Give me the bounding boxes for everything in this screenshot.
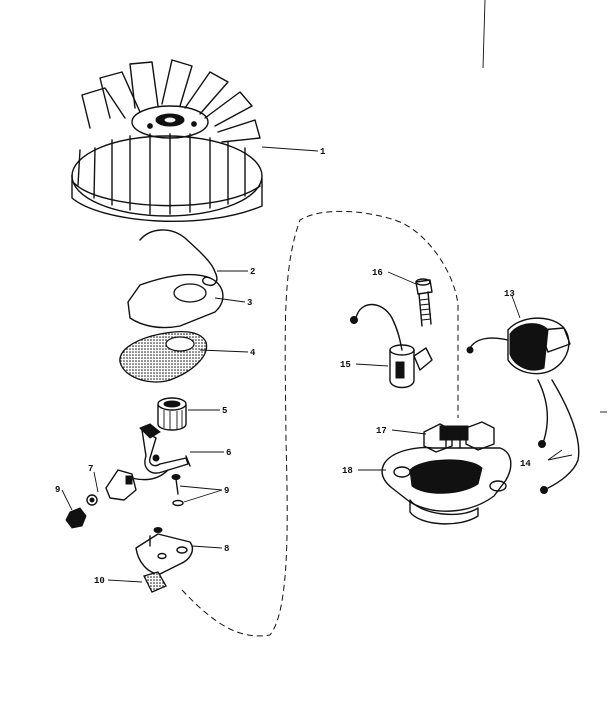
part-label-1: 1 (320, 147, 326, 157)
part-label-3: 3 (247, 298, 252, 308)
screw-washer-icon (86, 474, 184, 507)
breaker-plate-icon (135, 527, 194, 575)
spring-clip-icon (139, 229, 218, 286)
part-label-9: 9 (224, 486, 229, 496)
condenser-icon (350, 303, 433, 389)
terminal-clip-icon (105, 469, 169, 501)
part-label-8: 8 (224, 544, 229, 554)
breaker-arm-icon (139, 423, 191, 474)
cam-icon (157, 397, 187, 431)
part-label-18: 18 (342, 466, 353, 476)
part-label-14: 14 (520, 459, 531, 469)
lead-wire-icon (537, 379, 580, 494)
assembly-dashed-line (181, 210, 459, 637)
part-label-17: 17 (376, 426, 387, 436)
part-label-4: 4 (250, 348, 256, 358)
part-label-9-nut: 9 (55, 485, 60, 495)
part-label-15: 15 (340, 360, 351, 370)
part-label-2: 2 (250, 267, 255, 277)
gasket-icon (119, 330, 208, 383)
part-label-13: 13 (504, 289, 515, 299)
armature-icon (423, 421, 495, 453)
ignition-coil-icon (466, 317, 571, 375)
felt-pad-icon (143, 571, 167, 593)
flywheel-icon (71, 59, 263, 223)
dust-cover-icon (127, 274, 224, 329)
part-label-7: 7 (88, 464, 93, 474)
part-label-6: 6 (226, 448, 231, 458)
part-label-10: 10 (94, 576, 105, 586)
border-mark (482, 0, 486, 69)
stator-plate-icon (381, 446, 512, 525)
part-label-16: 16 (372, 268, 383, 278)
bolt-icon (415, 278, 433, 327)
part-label-5: 5 (222, 406, 227, 416)
nut-icon (65, 507, 87, 529)
